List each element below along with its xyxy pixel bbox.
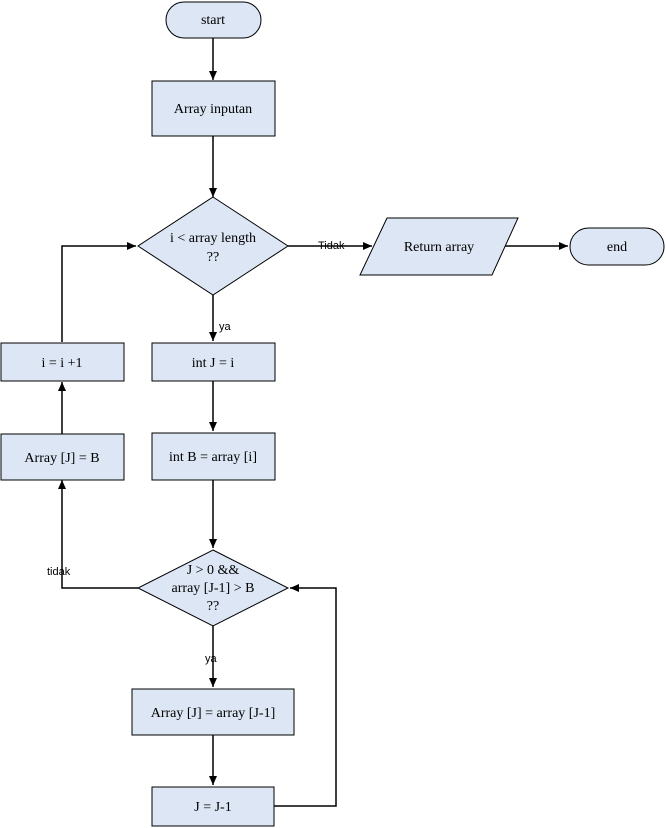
node-inner-condition-line1: J > 0 && [187, 563, 240, 578]
node-return-array-label: Return array [404, 240, 474, 255]
node-init-j: int J = i [151, 342, 276, 382]
node-array-input: Array inputan [151, 80, 276, 137]
node-decrement-j-label: J = J-1 [194, 800, 231, 815]
edge-label-inner-no: tidak [47, 566, 71, 578]
node-array-input-label: Array inputan [174, 102, 252, 117]
node-inner-condition-line3: ?? [207, 599, 219, 614]
edge-label-outer-yes: ya [219, 321, 232, 333]
node-loop-condition-line2: ?? [207, 250, 219, 265]
node-shift: Array [J] = array [J-1] [131, 688, 295, 736]
node-init-j-label: int J = i [192, 356, 235, 371]
node-assign-back: Array [J] = B [0, 433, 125, 481]
node-shift-label: Array [J] = array [J-1] [151, 706, 276, 721]
edge-inner-no-to-assign-back [58, 480, 138, 589]
connectors [58, 38, 568, 807]
node-increment-i-label: i = i +1 [41, 356, 82, 371]
node-loop-condition: i < array length ?? [137, 196, 289, 296]
node-init-b: int B = array [i] [151, 432, 276, 481]
node-start: start [165, 1, 262, 39]
edge-decrement-back-to-inner-condition [274, 584, 337, 807]
edge-label-outer-no: Tidak [318, 240, 345, 252]
node-inner-condition-line2: array [J-1] > B [172, 581, 255, 596]
edge-increment-back-to-loop-condition [61, 242, 136, 342]
edge-label-inner-yes: ya [205, 653, 218, 665]
node-return-array: Return array [359, 217, 519, 276]
node-decrement-j: J = J-1 [151, 786, 275, 827]
node-init-b-label: int B = array [i] [169, 450, 257, 465]
node-loop-condition-line1: i < array length [170, 231, 256, 246]
node-end: end [569, 227, 665, 266]
node-increment-i: i = i +1 [0, 342, 125, 382]
node-assign-back-label: Array [J] = B [24, 451, 99, 466]
node-start-label: start [201, 13, 225, 28]
node-inner-condition: J > 0 && array [J-1] > B ?? [136, 549, 290, 627]
node-end-label: end [607, 240, 627, 255]
